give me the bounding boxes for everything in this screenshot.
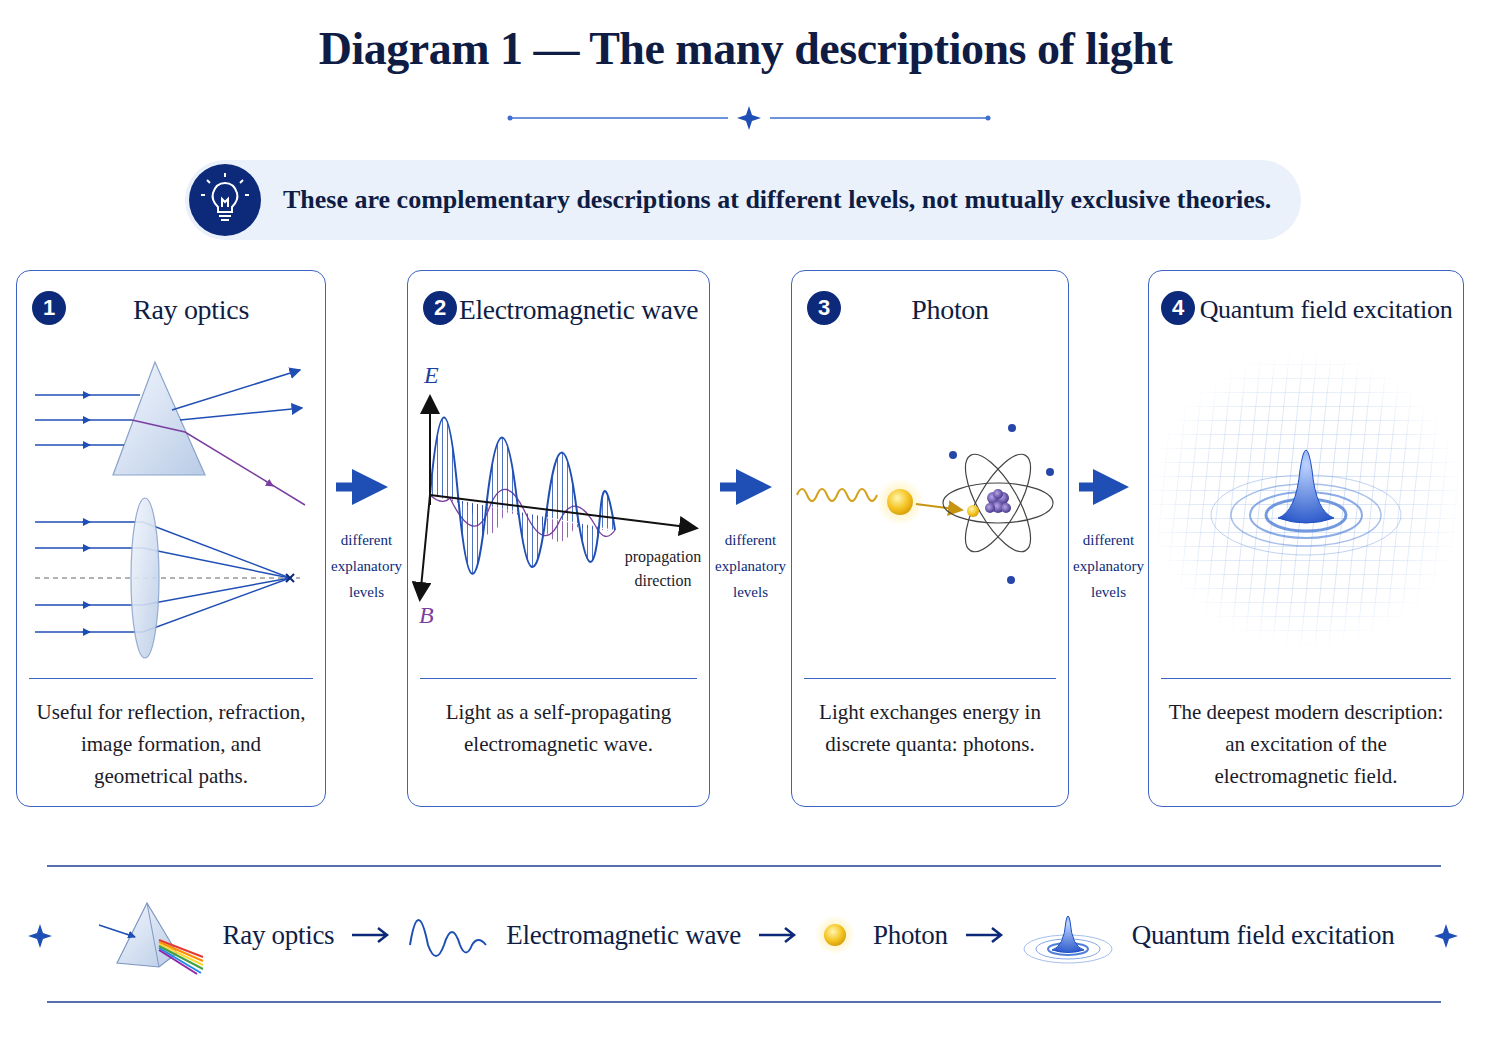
callout-number: 4 bbox=[1161, 291, 1195, 325]
card-heading: Quantum field excitation bbox=[1199, 293, 1453, 327]
summary-row: Ray optics Electromagnetic wave Photon Q… bbox=[60, 890, 1431, 980]
axis-label: B bbox=[419, 602, 434, 629]
axis-label: propagation direction bbox=[620, 545, 706, 593]
field-figure bbox=[1134, 350, 1478, 650]
card-body: Light exchanges energy in discrete quant… bbox=[806, 696, 1054, 760]
summary-label: Electromagnetic wave bbox=[506, 920, 741, 951]
summary-label: Quantum field excitation bbox=[1132, 920, 1395, 951]
description-card: Ray opticsUseful for reflection, refract… bbox=[16, 270, 326, 807]
edge-label: different explanatory levels bbox=[713, 527, 788, 605]
description-card: PhotonLight exchanges energy in discrete… bbox=[791, 270, 1069, 807]
photon-icon bbox=[813, 913, 857, 957]
card-divider bbox=[29, 678, 313, 679]
axis-label: E bbox=[424, 362, 439, 389]
card-body: The deepest modern description: an excit… bbox=[1163, 696, 1449, 792]
bottom-rules bbox=[28, 866, 1458, 1002]
callout-number: 3 bbox=[807, 291, 841, 325]
card-body: Light as a self-propagating electromagne… bbox=[422, 696, 695, 760]
banner-text: These are complementary descriptions at … bbox=[283, 185, 1271, 215]
card-heading: Ray optics bbox=[67, 293, 315, 327]
edge-label: different explanatory levels bbox=[1072, 527, 1145, 605]
callout-number: 2 bbox=[423, 291, 457, 325]
card-body: Useful for reflection, refraction, image… bbox=[31, 696, 311, 792]
summary-label: Photon bbox=[873, 920, 948, 951]
note-banner: These are complementary descriptions at … bbox=[185, 160, 1301, 240]
flow-arrow bbox=[350, 925, 390, 945]
level-arrow bbox=[1079, 483, 1120, 492]
title-ornament bbox=[508, 106, 991, 130]
callout-number: 1 bbox=[32, 291, 66, 325]
photon-figure bbox=[797, 424, 1054, 584]
description-card: Quantum field excitationThe deepest mode… bbox=[1148, 270, 1464, 807]
flow-arrow bbox=[757, 925, 797, 945]
diagram-title: Diagram 1 — The many descriptions of lig… bbox=[0, 22, 1491, 75]
card-divider bbox=[420, 678, 697, 679]
description-card: Electromagnetic waveLight as a self-prop… bbox=[407, 270, 710, 807]
level-arrow bbox=[720, 483, 763, 492]
ripple-icon bbox=[1020, 903, 1116, 967]
ray-optics-figure bbox=[35, 362, 305, 658]
card-divider bbox=[1161, 678, 1451, 679]
prism-icon bbox=[97, 895, 207, 975]
level-arrow bbox=[336, 483, 379, 492]
wave-icon bbox=[406, 905, 490, 965]
flow-arrow bbox=[964, 925, 1004, 945]
card-heading: Photon bbox=[842, 293, 1058, 327]
card-divider bbox=[804, 678, 1056, 679]
bulb-icon bbox=[188, 163, 262, 237]
summary-label: Ray optics bbox=[223, 920, 335, 951]
em-wave-figure bbox=[420, 398, 695, 598]
card-heading: Electromagnetic wave bbox=[458, 293, 699, 327]
edge-label: different explanatory levels bbox=[329, 527, 404, 605]
